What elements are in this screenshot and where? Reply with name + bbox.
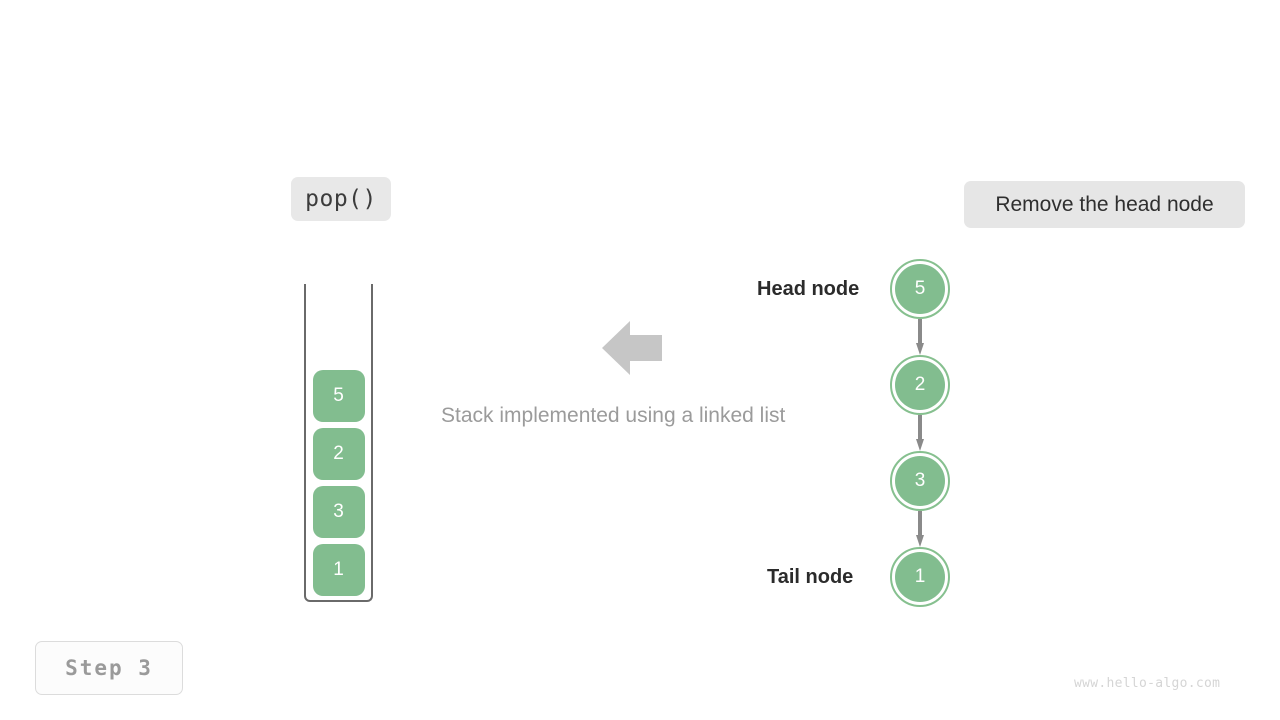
tail-node-label: Tail node [767,566,854,588]
caption-text: Stack implemented using a linked list [441,404,786,427]
stack-box: 1 [312,544,365,596]
arrow-down-icon [916,319,924,355]
arrow-down-icon [916,415,924,451]
stack-box: 2 [312,428,365,480]
action-label: Remove the head node [964,181,1245,228]
stack-items-list: 5 2 3 1 [306,370,371,596]
linked-list-node: 5 [890,259,950,319]
linked-list-node: 3 [890,451,950,511]
linked-list-node-value: 1 [895,552,945,602]
linked-list: 5 2 3 1 [890,259,950,607]
operation-label: pop() [291,177,391,221]
stack-container: 5 2 3 1 [304,284,373,602]
linked-list-node: 2 [890,355,950,415]
stack-box: 3 [312,486,365,538]
step-badge: Step 3 [35,641,183,695]
linked-list-node-value: 3 [895,456,945,506]
linked-list-node: 1 [890,547,950,607]
linked-list-node-value: 5 [895,264,945,314]
head-node-label: Head node [757,278,860,300]
arrow-left-icon [602,321,662,375]
stack-box: 5 [312,370,365,422]
linked-list-node-value: 2 [895,360,945,410]
watermark: www.hello-algo.com [1074,676,1221,691]
arrow-down-icon [916,511,924,547]
